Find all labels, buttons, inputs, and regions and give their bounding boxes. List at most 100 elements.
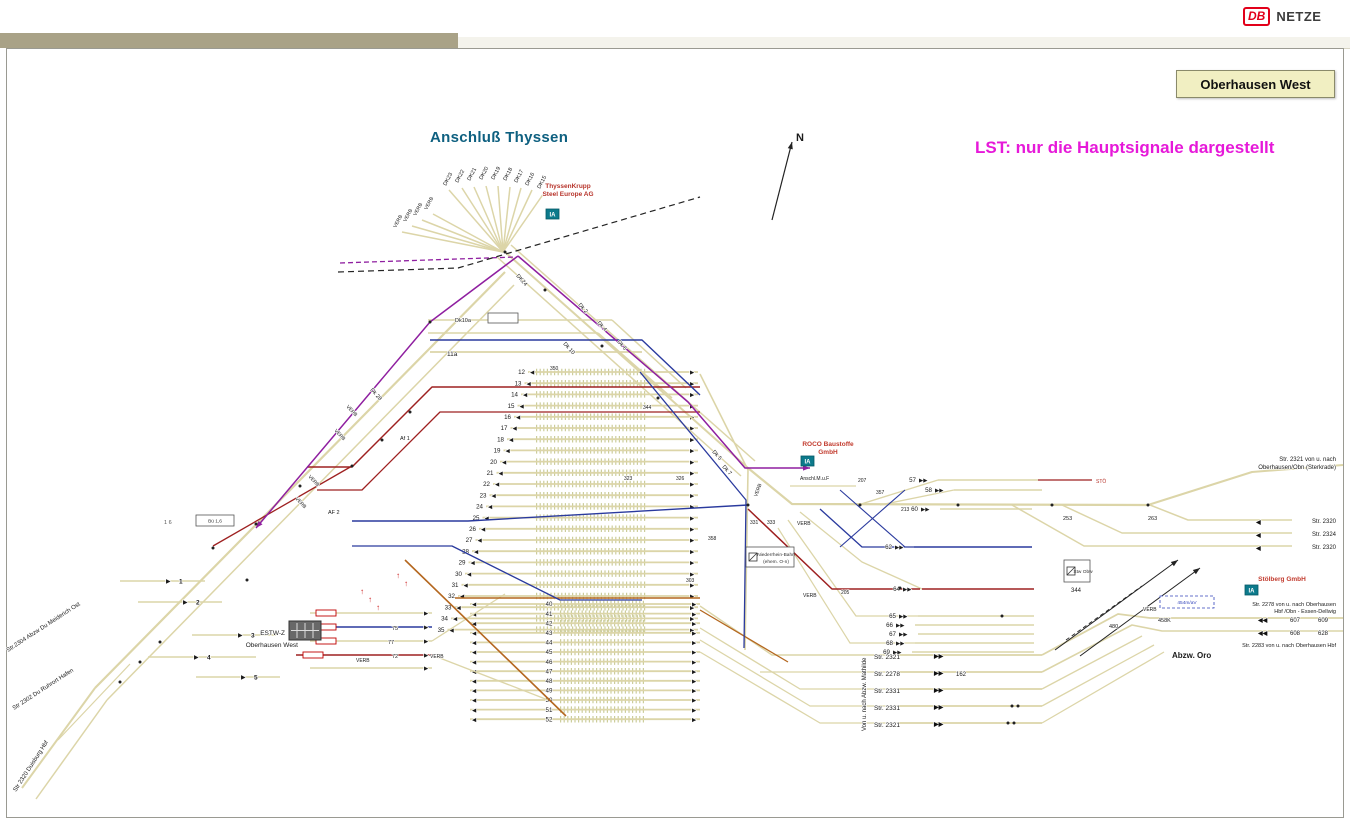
route-arrow: ▶▶ <box>933 670 944 677</box>
track-number: 43 <box>546 630 553 637</box>
station-title-box[interactable]: Oberhausen West <box>1176 70 1335 98</box>
diagram-label: DK18 <box>502 167 514 182</box>
track-arrow-left: ◀ <box>472 708 477 714</box>
arrowhead <box>256 520 263 528</box>
db-logo-icon: DB <box>1243 7 1271 26</box>
route-arrow: ▶ <box>238 633 243 639</box>
track-number: 41 <box>546 611 553 618</box>
route-line <box>339 256 517 264</box>
route-line <box>57 663 131 741</box>
track-arrow-left: ◀ <box>450 628 455 634</box>
diagram-label: DK22 <box>454 169 466 184</box>
track-arrow-left: ◀ <box>495 482 500 488</box>
route-line <box>819 508 914 548</box>
db-netze-text: NETZE <box>1276 9 1322 24</box>
track-number: 14 <box>511 392 518 399</box>
track-arrow-left: ◀ <box>457 605 462 611</box>
track-number: 27 <box>466 537 473 544</box>
signal-dot <box>1146 503 1150 507</box>
db-netze-logo: DB NETZE <box>1243 7 1321 26</box>
diagram-label: DK24 <box>515 273 529 287</box>
track-arrow-left: ◀ <box>467 572 472 578</box>
toolbar-strip <box>0 33 458 48</box>
track-arrow: ▶ <box>424 653 429 659</box>
diagram-label: 333 <box>767 520 776 526</box>
track-number: 32 <box>448 593 455 600</box>
route-arrow: ◀ <box>1255 545 1261 552</box>
track-arrow-left: ◀ <box>472 621 477 627</box>
track-arrow-left: ◀ <box>474 549 479 555</box>
box-label: (ehem. O-n) <box>763 559 789 565</box>
track-arrow-left: ◀ <box>506 449 511 455</box>
route-number: 5 <box>254 675 258 682</box>
track-arrow-right: ▶ <box>692 679 697 685</box>
diagram-label: VERB <box>345 404 359 418</box>
route-line <box>430 339 701 396</box>
box-label: 454m/aV <box>1177 600 1197 606</box>
track-arrows: ▶▶ <box>919 478 928 484</box>
track-arrow-right: ▶ <box>692 689 697 695</box>
track-arrow-right: ▶ <box>692 602 697 608</box>
track-arrows: ▶▶ <box>896 641 905 647</box>
track-arrow-right: ▶ <box>690 516 695 522</box>
diagram-label: Af 1 <box>400 436 410 442</box>
route-line <box>317 411 700 491</box>
route-line <box>699 605 898 656</box>
diagram-label: DK20 <box>478 166 490 181</box>
track-arrow-left: ◀ <box>472 669 477 675</box>
diagram-label: 607 <box>1290 618 1301 624</box>
track-arrow-right: ▶ <box>690 437 695 443</box>
route-line <box>639 371 747 649</box>
track-number: 34 <box>441 616 448 623</box>
diagram-label: DK23 <box>442 172 454 187</box>
fan-track <box>502 189 533 253</box>
diagram-label: Str 2320 Duisburg Hbf <box>13 740 51 793</box>
route-line <box>777 527 915 644</box>
diagram-label: Str 2302 Du Ruhrort Hafen <box>12 668 75 712</box>
diagram-label: 205 <box>841 590 850 596</box>
track-arrows: ▶▶ <box>895 545 904 551</box>
route-arrow: ↑ <box>368 595 372 604</box>
route-arrow: ↑ <box>360 587 364 596</box>
route-line <box>106 284 515 701</box>
diagram-label: STÖ <box>1096 478 1106 485</box>
track-number: 58 <box>925 487 932 494</box>
route-line <box>1061 504 1292 534</box>
diagram-label: 253 <box>1063 516 1072 522</box>
fan-track <box>485 185 504 253</box>
route-line <box>1079 567 1201 657</box>
track-arrow-left: ◀ <box>472 602 477 608</box>
track-arrow-right: ▶ <box>690 527 695 533</box>
diagram-label: Dk 10 <box>562 341 576 356</box>
route-number: 3 <box>251 633 255 640</box>
track-arrow-left: ◀ <box>481 527 486 533</box>
diagram-label: VERB <box>307 474 321 488</box>
diagram-label: VERB <box>412 202 424 217</box>
diagram-label: Dk10a <box>455 318 472 324</box>
track-arrow-right: ▶ <box>690 393 695 399</box>
route-line <box>787 519 918 617</box>
box-label: Stw Obw <box>1073 569 1093 575</box>
arrowhead <box>803 465 810 471</box>
route-arrow: ↑ <box>404 579 408 588</box>
diagram-label: Str. 2321 <box>874 722 900 729</box>
track-arrow-right: ▶ <box>690 549 695 555</box>
diagram-label: Str. 2331 <box>874 688 900 695</box>
track-arrows: ▶▶ <box>896 623 905 629</box>
route-line <box>431 593 506 642</box>
track-arrow-right: ▶ <box>690 381 695 387</box>
route-arrow: ▶ <box>166 579 171 585</box>
track-arrow-left: ◀ <box>472 679 477 685</box>
route-line <box>747 508 920 590</box>
diagram-label: 344 <box>643 405 652 411</box>
arrowhead <box>1192 568 1200 575</box>
track-number: 20 <box>490 459 497 466</box>
fan-track <box>473 186 504 253</box>
diagram-label: Steel Europe AG <box>542 191 593 198</box>
diagram-label: ROCO Baustoffe <box>802 441 854 448</box>
track-number: 45 <box>546 649 553 656</box>
fan-track <box>502 192 545 253</box>
route-arrow: ▶ <box>183 600 188 606</box>
diagram-label: VERB <box>356 658 370 664</box>
